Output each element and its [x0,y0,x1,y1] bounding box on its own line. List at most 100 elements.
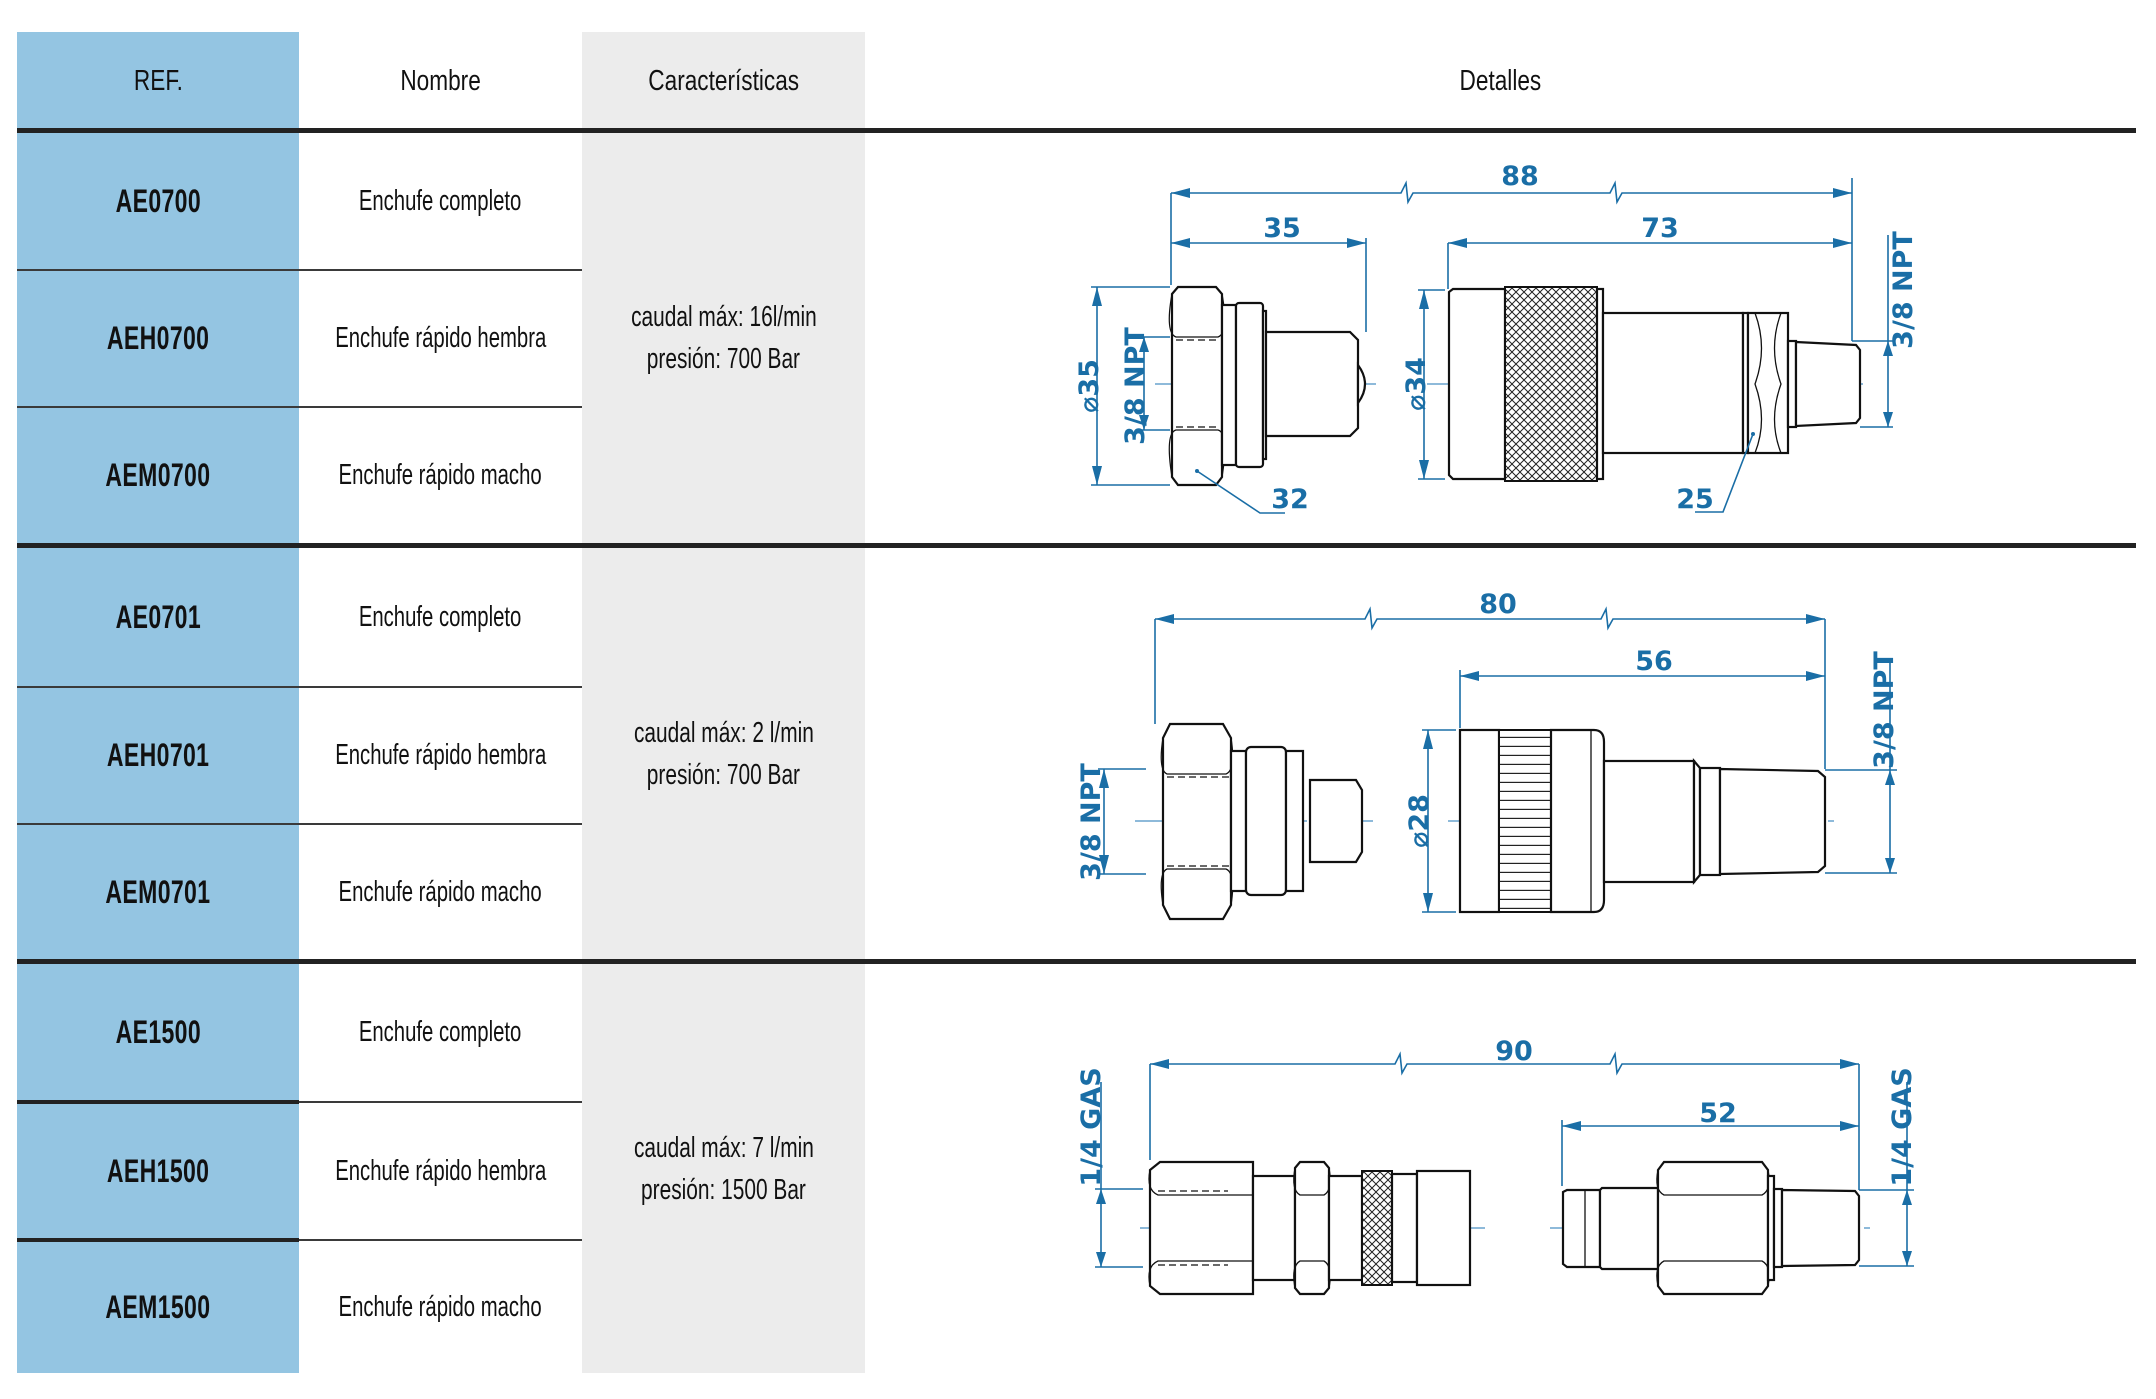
product-name: Enchufe completo [359,600,522,633]
dimension-female-length: 56 [1459,646,1825,728]
drawing-ae0701: 80 56 3/8 NPT ⌀28 3/8 NPT [1076,589,1900,921]
pressure: presión: 700 Bar [646,758,801,791]
dimension-male-length: 35 [1171,213,1367,332]
dimension-female-length: 73 [1447,213,1852,289]
dimension-female-diameter: ⌀34 [1401,289,1445,480]
dimension-female-diameter: ⌀28 [1404,729,1456,913]
table-row-name: Enchufe rápido macho [299,825,582,959]
header-ref-label: REF. [133,64,183,97]
flow-rate: caudal máx: 2 l/min [633,716,814,749]
ref-column-background [17,32,299,1373]
table-row-name: Enchufe rápido macho [299,408,582,543]
characteristics-cell: caudal máx: 16l/min presión: 700 Bar [582,133,865,543]
product-name: Enchufe rápido macho [338,459,543,491]
dimension-female-hex: 25 [1676,432,1755,515]
header-caracteristicas-label: Características [648,64,799,97]
row-divider [299,1101,582,1103]
row-divider [17,1238,299,1242]
female-coupler-part [1447,286,1862,482]
table-row-name: Enchufe rápido hembra [299,688,582,823]
characteristics-cell: caudal máx: 2 l/min presión: 700 Bar [582,548,865,959]
dimension-female-thread: 1/4 GAS [1076,1067,1143,1268]
header-nombre-label: Nombre [400,64,481,97]
dim-female-diameter: ⌀34 [1401,357,1432,411]
dim-male-diameter: ⌀35 [1074,359,1105,413]
header-detalles: Detalles [865,32,2136,130]
ref-code: AEH0700 [106,320,210,356]
dim-female-thread: 1/4 GAS [1076,1067,1107,1186]
flow-rate: caudal máx: 7 l/min [633,1131,814,1164]
table-row-ref: AEH1500 [17,1104,299,1238]
flow-rate: caudal máx: 16l/min [630,301,817,333]
characteristics-column-background [582,32,865,1373]
table-row-name: Enchufe completo [299,964,582,1100]
male-coupler-part [1561,1160,1861,1296]
drawing-ae0700: 88 35 73 ⌀35 3/8 NPT [1074,161,1919,515]
product-name: Enchufe rápido hembra [334,739,547,771]
ref-code: AE1500 [115,1013,201,1050]
dim-male-thread: 3/8 NPT [1120,327,1151,445]
dim-female-length: 56 [1635,646,1673,677]
table-row-ref: AE0700 [17,133,299,269]
ref-code: AE0700 [115,182,201,219]
row-divider [17,269,582,271]
dim-female-thread: 3/8 NPT [1869,651,1900,769]
table-row-name: Enchufe rápido hembra [299,1104,582,1238]
group-divider-1 [17,543,2136,548]
dimension-male-hex: 32 [1195,469,1309,515]
table-row-name: Enchufe rápido macho [299,1242,582,1373]
dimension-female-thread: 3/8 NPT [1825,651,1900,874]
dimension-overall-length: 90 [1149,1036,1860,1190]
table-row-ref: AEH0701 [17,688,299,823]
ref-code: AEM1500 [105,1289,211,1325]
table-row-name: Enchufe completo [299,133,582,269]
dimension-female-thread: 3/8 NPT [1852,231,1919,428]
dim-male-thread: 1/4 GAS [1887,1067,1918,1186]
male-coupler-part [1168,285,1367,487]
product-name: Enchufe completo [359,1015,522,1048]
dimension-male-thread: 3/8 NPT [1076,763,1146,881]
dim-male-thread: 3/8 NPT [1076,763,1107,881]
dimension-overall-length: 80 [1154,589,1826,769]
ref-code: AEM0700 [105,457,211,493]
pressure: presión: 700 Bar [646,343,801,375]
dimension-male-thread: 3/8 NPT [1120,327,1170,445]
dimension-male-diameter: ⌀35 [1074,286,1170,486]
dim-overall-length: 80 [1479,589,1517,620]
characteristics-cell: caudal máx: 7 l/min presión: 1500 Bar [582,964,865,1373]
product-name: Enchufe rápido macho [338,1291,543,1323]
dimension-male-thread: 1/4 GAS [1859,1067,1918,1267]
header-ref: REF. [17,32,299,130]
row-divider [17,406,582,408]
row-divider [299,1239,582,1241]
pressure: presión: 1500 Bar [641,1173,806,1206]
dimension-male-length: 52 [1561,1098,1859,1186]
dim-male-length: 52 [1699,1098,1737,1129]
table-row-ref: AEH0700 [17,271,299,406]
dim-female-hex: 25 [1676,484,1714,515]
ref-code: AEM0701 [105,873,211,910]
dimension-overall-length: 88 [1170,161,1853,341]
male-coupler-part [1160,722,1364,921]
row-divider [17,823,582,825]
dim-female-diameter: ⌀28 [1404,794,1435,848]
table-row-name: Enchufe rápido hembra [299,271,582,406]
header-caracteristicas: Características [582,32,865,130]
table-row-ref: AEM1500 [17,1242,299,1373]
table-row-name: Enchufe completo [299,548,582,686]
group-divider-2 [17,959,2136,964]
row-divider [17,1100,299,1104]
ref-code: AE0701 [115,598,201,635]
table-row-ref: AEM0700 [17,408,299,543]
header-nombre: Nombre [299,32,582,130]
dim-female-length: 73 [1641,213,1679,244]
dim-male-hex: 32 [1271,484,1309,515]
header-detalles-label: Detalles [1459,64,1542,97]
table-row-ref: AE1500 [17,964,299,1100]
dim-overall-length: 88 [1501,161,1539,192]
table-row-ref: AE0701 [17,548,299,686]
product-name: Enchufe rápido hembra [334,322,547,354]
table-row-ref: AEM0701 [17,825,299,959]
product-name: Enchufe completo [359,184,522,217]
